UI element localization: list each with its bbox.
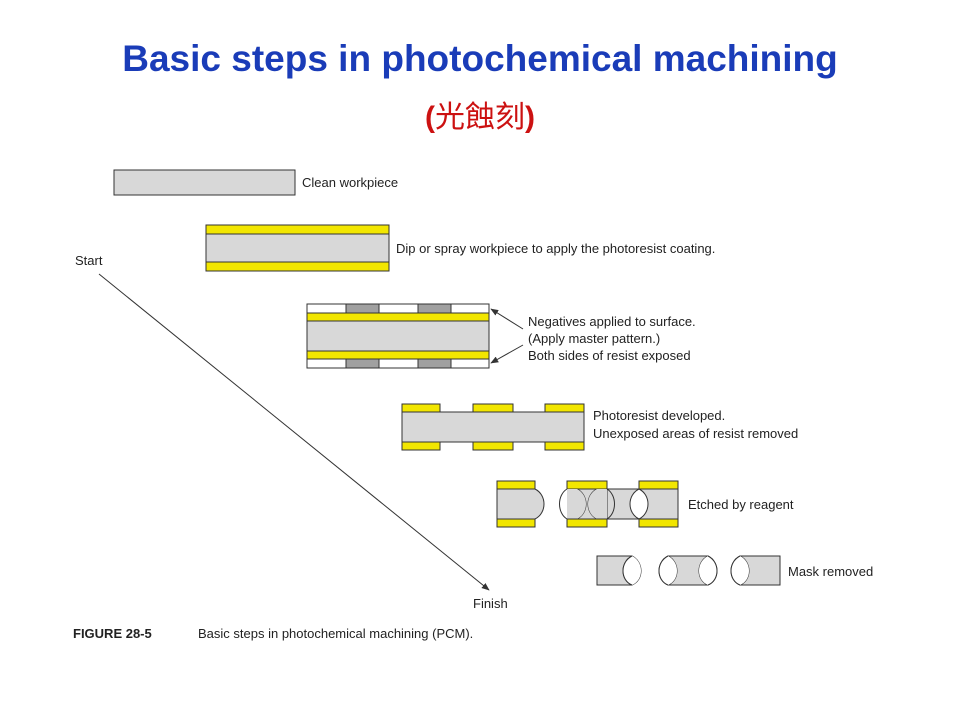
subtitle-open-paren: ( (425, 101, 435, 134)
figure-caption-text: Basic steps in photochemical machining (… (198, 626, 473, 641)
etched-segment (496, 488, 545, 520)
negative-dark-region (345, 303, 380, 314)
pcm-diagram: Start Finish Clean workpiece Dip or spra… (73, 169, 873, 641)
finish-label: Finish (473, 596, 508, 611)
negative-film-top (306, 303, 490, 314)
figure-caption-label: FIGURE 28-5 (73, 626, 152, 641)
pointer-arrow-top (490, 308, 524, 330)
step-4-resist-developed: Photoresist developed. Unexposed areas o… (401, 403, 798, 451)
etch-cavity-edge (559, 488, 615, 520)
etched-segment (567, 489, 586, 519)
negative-dark-region (417, 358, 452, 369)
resist-pad (566, 518, 608, 528)
resist-pad (472, 403, 514, 413)
slide-title: Basic steps in photochemical machining (122, 38, 838, 79)
step-1-label: Clean workpiece (302, 175, 398, 190)
resist-bottom (205, 261, 390, 272)
step-4-label-line-1: Photoresist developed. (593, 408, 725, 423)
resist-pad (544, 403, 585, 413)
workpiece-plate (306, 320, 490, 352)
negative-dark-region (417, 303, 452, 314)
slide-subtitle: (光蝕刻) (0, 103, 960, 133)
pcm-process-figure: Start Finish Clean workpiece Dip or spra… (63, 157, 915, 655)
step-3-negatives-applied: Negatives applied to surface. (Apply mas… (306, 303, 696, 369)
resist-pad (496, 518, 536, 528)
resist-bottom (306, 350, 490, 360)
resist-pad (401, 441, 441, 451)
workpiece-plate (401, 411, 585, 443)
negative-film-bottom (306, 358, 490, 369)
step-2-label: Dip or spray workpiece to apply the phot… (396, 241, 715, 256)
step-3-label-line-1: Negatives applied to surface. (528, 314, 696, 329)
start-label: Start (75, 253, 103, 268)
workpiece-plate (205, 233, 390, 263)
resist-pad (566, 480, 608, 490)
step-2-coated-workpiece: Dip or spray workpiece to apply the phot… (205, 224, 715, 272)
subtitle-close-paren: ) (525, 101, 535, 134)
resist-pad (472, 441, 514, 451)
step-3-label-line-2: (Apply master pattern.) (528, 331, 660, 346)
step-6-finished-part: Mask removed (596, 555, 873, 586)
workpiece-plate (113, 169, 296, 196)
step-3-label-line-3: Both sides of resist exposed (528, 348, 691, 363)
etched-segment (588, 489, 607, 519)
step-5-label: Etched by reagent (688, 497, 794, 512)
resist-top (306, 312, 490, 322)
negative-dark-region (345, 358, 380, 369)
resist-pad (638, 480, 679, 490)
step-6-label: Mask removed (788, 564, 873, 579)
resist-pad (401, 403, 441, 413)
resist-top (205, 224, 390, 235)
etched-segment (638, 488, 679, 520)
resist-pad (638, 518, 679, 528)
step-1-clean-workpiece: Clean workpiece (113, 169, 398, 196)
resist-pad (544, 441, 585, 451)
step-4-label-line-2: Unexposed areas of resist removed (593, 426, 798, 441)
resist-pad (496, 480, 536, 490)
pointer-arrow-bottom (490, 344, 524, 364)
subtitle-chinese: 光蝕刻 (435, 100, 525, 135)
etch-cavity-edge (622, 555, 741, 586)
step-5-etched: Etched by reagent (496, 480, 794, 528)
flow-arrow (98, 273, 490, 591)
